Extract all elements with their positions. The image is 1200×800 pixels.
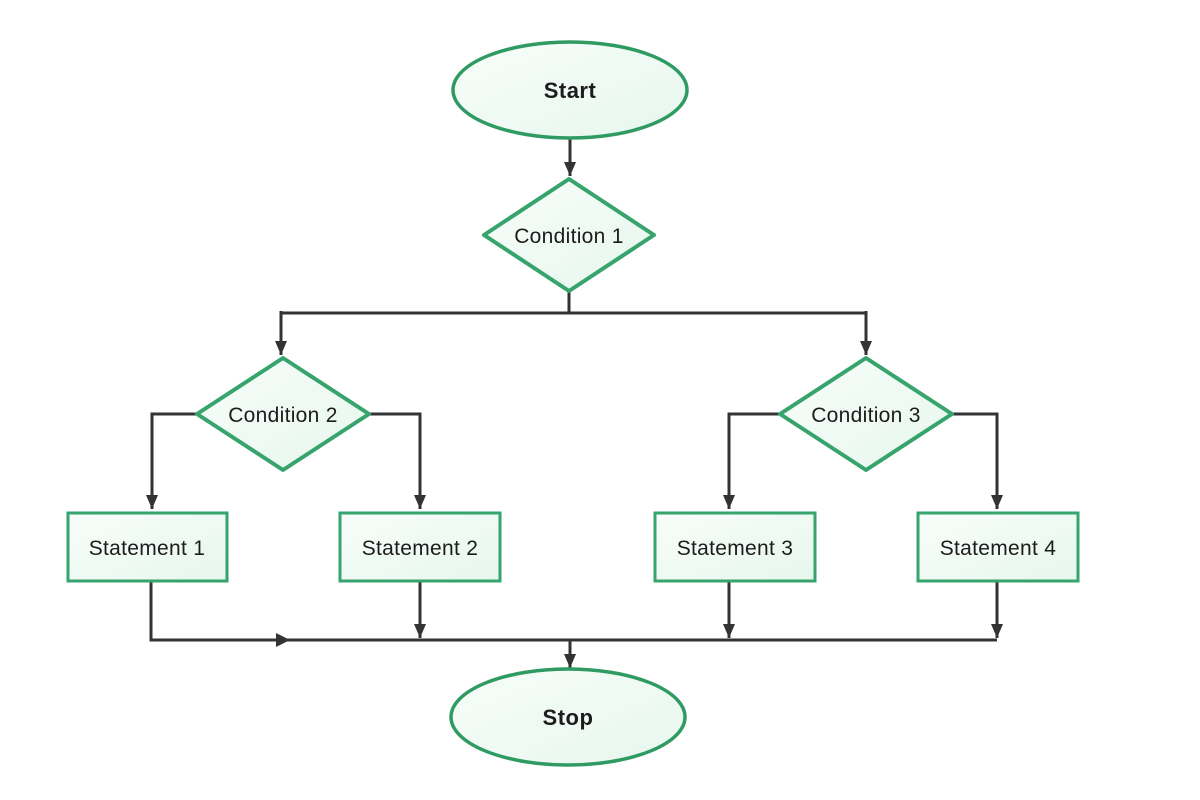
condition3-node [778,356,954,472]
statement4-label: Statement 4 [940,537,1057,560]
statement2-node [338,511,502,583]
edge-condition3-to-statement4 [952,412,1003,509]
edge-condition3-to-statement3 [723,412,780,509]
statement3-node [653,511,817,583]
statement1-node [66,511,229,583]
stop-node [449,667,687,767]
edge-merge-rail [149,581,997,642]
stop-label: Stop [543,705,594,730]
merge-rail-arrowhead [276,633,290,647]
statement4-node [916,511,1080,583]
statement3-label: Statement 3 [677,537,794,560]
start-node [451,40,689,140]
condition2-node [195,356,371,472]
statement2-label: Statement 2 [362,537,479,560]
condition1-node [482,177,656,293]
start-label: Start [544,78,597,103]
edge-condition2-to-statement2 [369,412,426,509]
condition2-label: Condition 2 [228,404,338,427]
edge-condition1-branch-rail [281,291,866,315]
edge-condition2-to-statement1 [146,412,197,509]
statement1-label: Statement 1 [89,537,206,560]
condition1-label: Condition 1 [514,225,624,248]
condition3-label: Condition 3 [811,404,921,427]
